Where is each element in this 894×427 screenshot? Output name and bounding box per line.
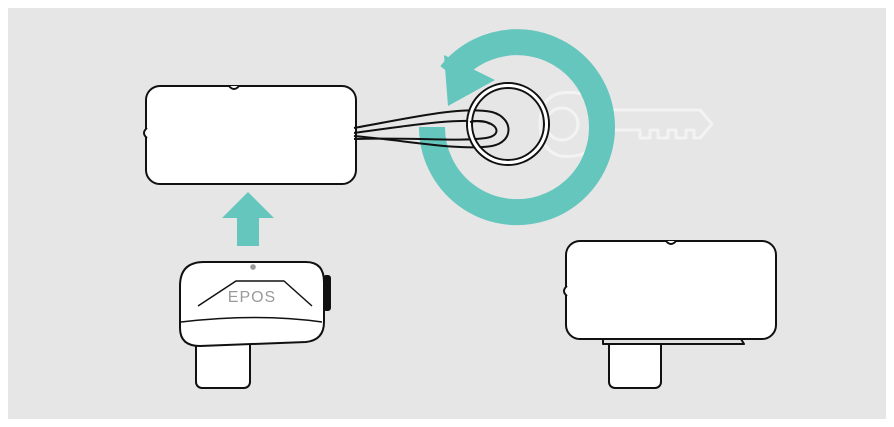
- lanyard-loop-front: [469, 119, 491, 125]
- usb-dongle-bare: EPOS: [179, 261, 331, 389]
- arrow-up-icon: [222, 192, 274, 246]
- brand-logo-text: EPOS: [228, 289, 276, 306]
- lanyard-loop: [353, 109, 510, 149]
- usb-dongle-covered: [563, 240, 777, 389]
- key-icon: [538, 90, 714, 158]
- cover-shell-top: [143, 85, 357, 185]
- rotate-ccw-icon: [419, 29, 615, 226]
- key-ring: [466, 82, 550, 166]
